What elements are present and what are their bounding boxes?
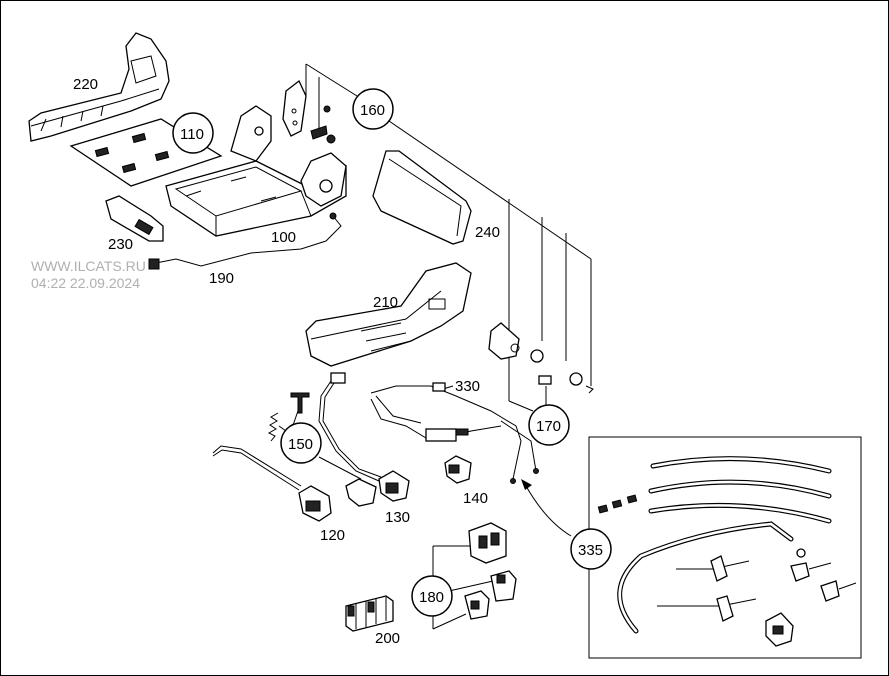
label-230: 230 <box>108 236 133 253</box>
label-330: 330 <box>455 378 480 395</box>
label-180: 180 <box>419 589 444 606</box>
part-100-seat-frame <box>165 105 347 237</box>
label-110: 110 <box>180 126 204 143</box>
callout-170 <box>528 404 570 446</box>
watermark-line1: WWW.ILCATS.RU <box>31 258 146 274</box>
part-200-block <box>345 595 394 632</box>
part-190-cable <box>148 212 342 270</box>
part-180-housings <box>464 522 517 620</box>
callout-160 <box>352 88 394 130</box>
label-190: 190 <box>209 270 234 287</box>
label-120: 120 <box>320 527 345 544</box>
part-230-bracket <box>105 195 164 242</box>
part-140-connector <box>444 455 472 484</box>
label-335: 335 <box>578 542 603 559</box>
watermark-line2: 04:22 22.09.2024 <box>31 275 140 291</box>
part-130-cable <box>318 372 410 507</box>
label-150: 150 <box>288 436 313 453</box>
label-130: 130 <box>385 509 410 526</box>
part-120-cable <box>212 445 332 522</box>
part-335-fittings <box>597 494 857 647</box>
label-200: 200 <box>375 630 400 647</box>
label-100: 100 <box>271 229 296 246</box>
callout-110 <box>172 112 214 154</box>
part-240-backrest-panel <box>372 150 472 245</box>
callout-150 <box>280 422 322 464</box>
part-335-tubes <box>617 456 832 634</box>
label-170: 170 <box>536 418 561 435</box>
part-170-hardware <box>488 322 594 394</box>
detail-box-335 <box>588 436 862 659</box>
callout-180 <box>411 575 453 617</box>
part-330-harness <box>370 382 539 484</box>
label-220: 220 <box>73 76 98 93</box>
label-140: 140 <box>463 490 488 507</box>
part-220-side-trim <box>28 32 170 142</box>
label-240: 240 <box>475 224 500 241</box>
label-160: 160 <box>360 102 385 119</box>
part-210-lower-trim <box>305 262 472 367</box>
part-160-hardware <box>282 79 336 144</box>
callout-335 <box>570 528 612 570</box>
part-150-hardware <box>267 392 310 442</box>
label-210: 210 <box>373 294 398 311</box>
